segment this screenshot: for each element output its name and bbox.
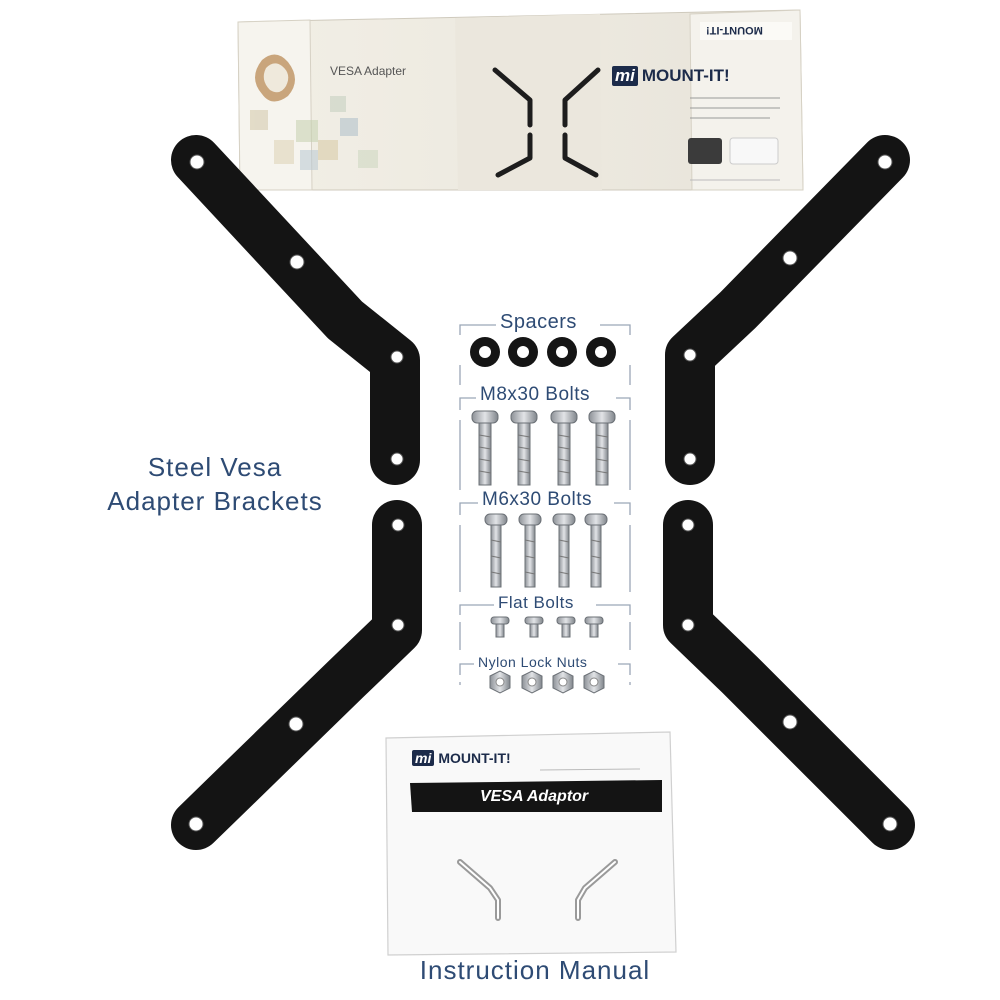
m6-bolts — [484, 513, 608, 588]
spacers — [470, 337, 616, 367]
box-model-text: VESA Adapter — [330, 64, 407, 78]
manual-title: VESA Adaptor — [480, 788, 589, 805]
flat-bolts — [490, 616, 604, 638]
nylon-lock-nuts — [489, 670, 605, 694]
hardware-frames — [459, 324, 631, 685]
m8-bolts — [471, 410, 616, 486]
label-lock-nuts: Nylon Lock Nuts — [474, 654, 592, 670]
manual-logo-mark: mi — [412, 750, 435, 766]
manual-caption: Instruction Manual — [419, 955, 651, 985]
label-m6-bolts: M6x30 Bolts — [478, 489, 597, 511]
brackets-caption-line2: Adapter Brackets — [107, 486, 323, 516]
label-flat-bolts: Flat Bolts — [494, 593, 578, 613]
bracket-bottom-right — [663, 500, 915, 850]
label-spacers: Spacers — [496, 311, 581, 334]
instruction-manual — [385, 731, 677, 956]
bracket-bottom-left — [171, 500, 422, 850]
retail-box — [237, 9, 804, 191]
brackets-caption-line1: Steel Vesa — [147, 452, 283, 482]
manual-brand-text: MOUNT-IT! — [438, 750, 511, 766]
bracket-top-right — [665, 135, 910, 485]
box-brand-text: MOUNT-IT! — [641, 66, 730, 85]
label-m8-bolts: M8x30 Bolts — [476, 384, 595, 406]
box-logo-mark: mi — [612, 66, 638, 86]
box-side-brand: MOUNT-IT! — [706, 24, 763, 36]
bracket-top-left — [171, 135, 420, 485]
brackets-caption: Steel Vesa Adapter Brackets — [92, 450, 338, 518]
